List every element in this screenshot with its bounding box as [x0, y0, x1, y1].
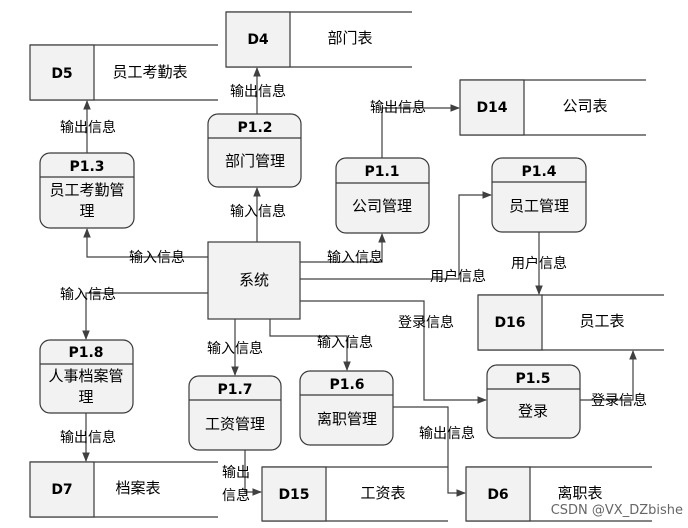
flow-p15-to-d16-label: 登录信息 — [591, 392, 647, 409]
flow-sys-to-p18 — [82, 292, 208, 340]
datastore-d5-code: D5 — [51, 66, 72, 82]
datastore-d15-code: D15 — [278, 487, 309, 503]
process-p13-name-line2: 理 — [79, 202, 94, 220]
datastore-d14-code: D14 — [476, 100, 507, 116]
flow-sys-to-p15-label: 登录信息 — [398, 314, 454, 331]
datastore-d4-name: 部门表 — [327, 29, 372, 47]
process-p12-code: P1.2 — [237, 120, 272, 136]
process-p15-name: 登录 — [518, 402, 548, 420]
flow-sys-to-p14 — [300, 191, 492, 280]
datastore-d14-name: 公司表 — [562, 97, 607, 115]
datastore-d15: D15 工资表 — [261, 466, 448, 522]
flow-p16-to-d6-label: 输出信息 — [419, 425, 475, 442]
flow-sys-to-p16-label: 输入信息 — [317, 334, 373, 351]
system-box: 系统 — [207, 241, 301, 320]
process-p16: P1.6 离职管理 — [299, 370, 394, 446]
process-p16-name: 离职管理 — [317, 410, 377, 428]
flow-sys-to-p11-label: 输入信息 — [327, 249, 383, 266]
process-p17: P1.7 工资管理 — [188, 375, 282, 451]
process-p12: P1.2 部门管理 — [207, 113, 302, 188]
datastore-d7-name: 档案表 — [115, 479, 160, 497]
datastore-d4-code: D4 — [247, 32, 269, 48]
flow-p11-to-d14 — [381, 104, 460, 158]
datastore-d6-code: D6 — [487, 487, 508, 503]
flow-sys-to-p17-label: 输入信息 — [207, 340, 263, 357]
process-p14: P1.4 员工管理 — [491, 157, 587, 233]
process-p13-code: P1.3 — [69, 159, 104, 175]
flow-p11-to-d14-label: 输出信息 — [370, 99, 426, 116]
process-p12-name: 部门管理 — [225, 152, 285, 170]
flow-p16-to-d6 — [393, 406, 466, 497]
process-p17-name: 工资管理 — [205, 415, 265, 433]
datastore-d16-name: 员工表 — [579, 312, 624, 330]
flow-sys-to-p13 — [83, 228, 208, 258]
process-p17-code: P1.7 — [217, 382, 252, 398]
process-p14-code: P1.4 — [521, 164, 556, 180]
datastore-d7-code: D7 — [51, 482, 72, 498]
datastore-d6: D6 离职表 — [465, 466, 652, 522]
process-p14-name: 员工管理 — [509, 197, 569, 215]
flow-sys-to-p16 — [269, 319, 351, 371]
process-p15: P1.5 登录 — [486, 364, 581, 439]
process-p11-name: 公司管理 — [352, 197, 412, 215]
flow-p17-to-d15-label-line1: 输出 — [222, 465, 250, 481]
datastore-d16: D16 员工表 — [477, 294, 664, 351]
process-p11: P1.1 公司管理 — [335, 157, 430, 234]
watermark: CSDN @VX_DZbishe — [551, 503, 683, 518]
datastore-d7: D7 档案表 — [29, 461, 218, 518]
flow-sys-to-p18-label: 输入信息 — [60, 286, 116, 303]
flow-p15-to-d16 — [580, 350, 637, 401]
datastore-d16-code: D16 — [494, 315, 525, 331]
flow-p18-to-d7-label: 输出信息 — [60, 429, 116, 446]
flow-p14-to-d16-label: 用户信息 — [511, 255, 567, 272]
process-p11-code: P1.1 — [364, 164, 399, 180]
process-p13: P1.3 员工考勤管 理 — [39, 152, 135, 229]
flow-p12-to-d4-label: 输出信息 — [230, 83, 286, 100]
process-p18-name-line1: 人事档案管 — [48, 367, 123, 385]
process-p13-name-line1: 员工考勤管 — [49, 181, 124, 199]
datastore-d15-name: 工资表 — [360, 484, 405, 502]
process-p18-name-line2: 理 — [78, 388, 93, 406]
process-p18-code: P1.8 — [68, 345, 103, 361]
flow-p17-to-d15 — [244, 450, 262, 496]
flow-p17-to-d15-label-line2: 信息 — [222, 487, 250, 504]
flow-sys-to-p14-label: 用户信息 — [430, 268, 486, 285]
flow-p13-to-d5-label: 输出信息 — [60, 119, 116, 136]
process-p18: P1.8 人事档案管 理 — [39, 339, 134, 414]
datastore-d4: D4 部门表 — [225, 11, 412, 68]
datastore-d5: D5 员工考勤表 — [29, 44, 218, 101]
flow-sys-to-p13-label: 输入信息 — [129, 249, 185, 266]
datastore-d14: D14 公司表 — [459, 79, 646, 136]
datastore-d6-name: 离职表 — [557, 484, 602, 502]
system-label: 系统 — [239, 271, 269, 289]
process-p16-code: P1.6 — [329, 377, 364, 393]
datastore-d5-name: 员工考勤表 — [112, 63, 187, 81]
process-p15-code: P1.5 — [515, 371, 550, 387]
flow-sys-to-p15 — [300, 300, 487, 404]
flow-sys-to-p11 — [300, 233, 386, 263]
flow-sys-to-p12-label: 输入信息 — [230, 203, 286, 220]
